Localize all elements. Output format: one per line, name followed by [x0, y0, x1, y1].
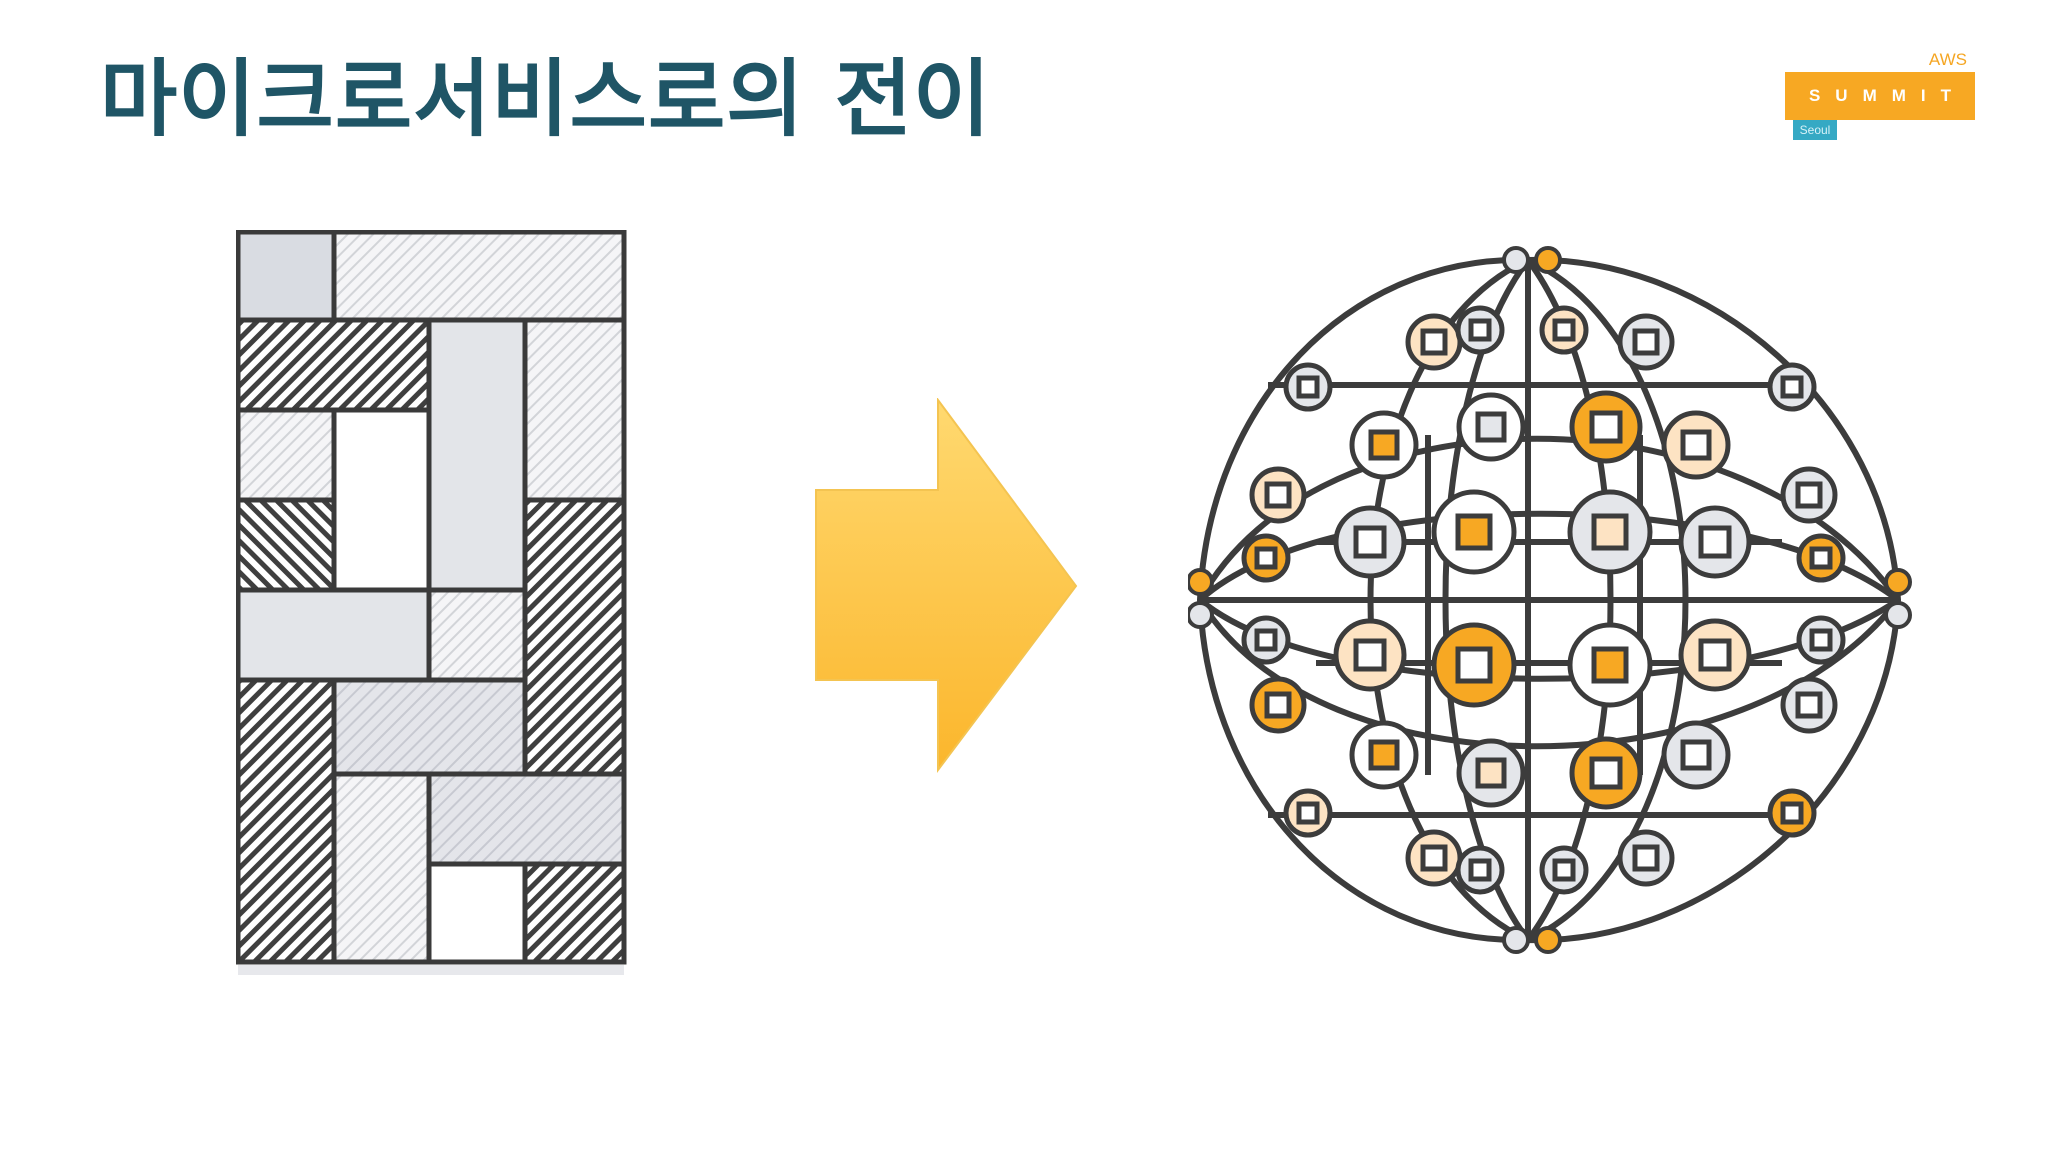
monolith-icon: [236, 230, 636, 990]
logo-aws-text: AWS: [1929, 50, 1967, 70]
right-arrow-icon: [808, 398, 1098, 778]
aws-summit-logo: AWS SUMMIT Seoul: [1785, 50, 1975, 142]
logo-city-text: Seoul: [1793, 120, 1837, 140]
logo-summit-text: SUMMIT: [1785, 72, 1975, 120]
page-title: 마이크로서비스로의 전이: [100, 32, 991, 153]
microservices-mesh-icon: [1188, 235, 1918, 965]
